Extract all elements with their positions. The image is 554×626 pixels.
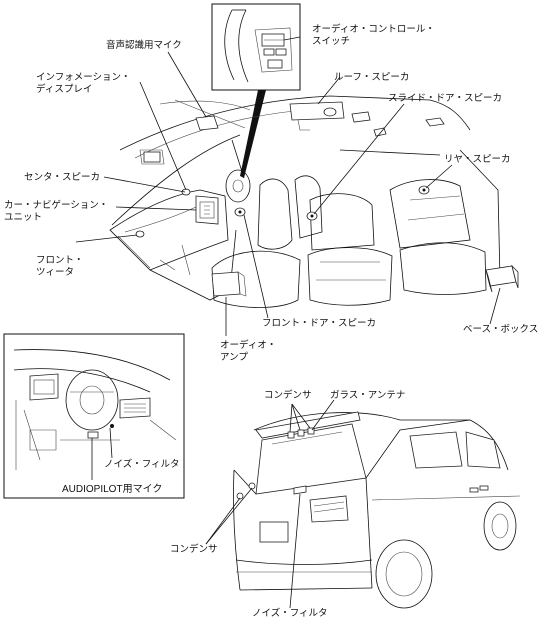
audiopilot-inset (3, 333, 185, 499)
label-center-speaker: センタ・スピーカ (24, 172, 101, 183)
label-glass-antenna: ガラス・アンテナ (330, 390, 406, 401)
label-bass-box: ベース・ボックス (463, 324, 539, 335)
label-audiopilot-mic: AUDIOPILOT用マイク (62, 484, 163, 495)
leader-lines-lower (205, 399, 335, 609)
rear-exterior-view (233, 411, 521, 609)
label-voice-recognition-mic: 音声認識用マイク (106, 40, 182, 51)
label-slide-door-speaker: スライド・ドア・スピーカ (388, 93, 503, 104)
label-rear-speaker: リヤ・スピーカ (444, 154, 511, 165)
label-car-navigation-unit: カー・ナビゲーション・ ユニット (4, 200, 109, 223)
interior-overview (109, 95, 519, 308)
label-roof-speaker: ルーフ・スピーカ (334, 72, 410, 83)
leader-lines-upper (75, 36, 501, 336)
label-front-tweeter: フロント・ ツィータ (36, 255, 84, 278)
label-condenser-top: コンデンサ (264, 390, 312, 401)
label-audio-control-switch: オーディオ・コントロール・ スイッチ (312, 24, 435, 47)
label-noise-filter-inset: ノイズ・フィルタ (104, 459, 180, 470)
label-audio-amp: オーディオ・ アンプ (220, 340, 277, 363)
label-noise-filter-rear: ノイズ・フィルタ (252, 608, 328, 619)
label-condenser-bottom: コンデンサ (170, 544, 218, 555)
label-information-display: インフォメーション・ ディスプレイ (36, 72, 131, 95)
label-front-door-speaker: フロント・ドア・スピーカ (262, 318, 377, 329)
steering-switch-detail (211, 3, 301, 178)
